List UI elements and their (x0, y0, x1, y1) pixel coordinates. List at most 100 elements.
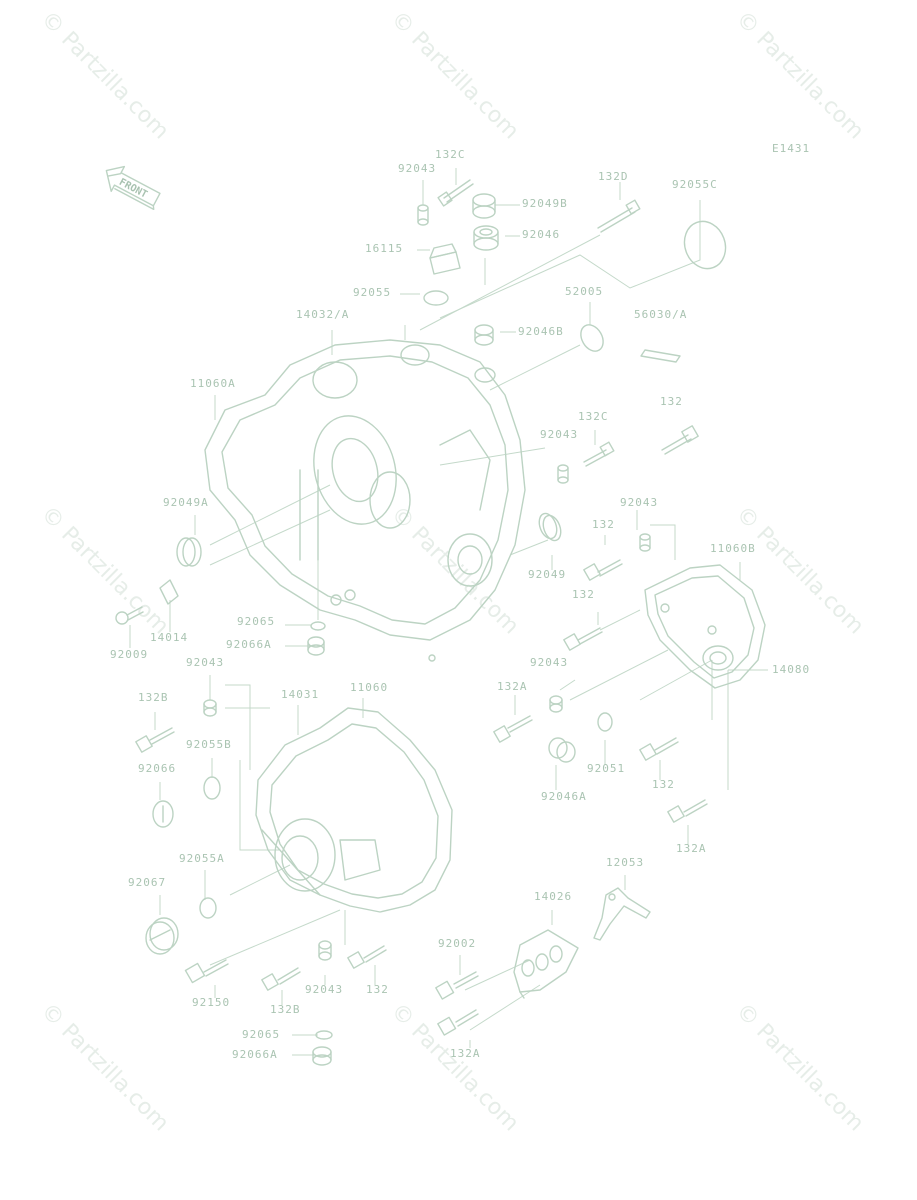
long-bolt-icon (597, 199, 641, 233)
part-number-label: 12053 (606, 856, 644, 869)
front-arrow-icon: FRONT (105, 165, 161, 211)
dowel-icon (549, 695, 563, 713)
part-number-label: 52005 (565, 285, 603, 298)
watermark-text: © Partzilla.com (36, 7, 174, 145)
part-number-label: 92055A (179, 852, 225, 865)
dowel-icon (639, 533, 651, 552)
part-number-label: 92046A (541, 790, 587, 803)
part-number-label: 132 (592, 518, 615, 531)
dowel-icon (318, 940, 332, 961)
bearing-icon (473, 225, 499, 251)
bolt-icon (583, 441, 615, 467)
part-labels: 132C92043132D92055C92049B920461611592055… (110, 148, 810, 1061)
seal-icon (538, 512, 562, 542)
part-number-label: 11060A (190, 377, 236, 390)
watermark-text: © Partzilla.com (731, 999, 869, 1137)
bolt-icon (135, 727, 175, 753)
bolt-icon (261, 967, 301, 991)
plug-icon (145, 917, 179, 955)
bolt-icon (437, 1009, 479, 1036)
part-number-label: 14080 (772, 663, 810, 676)
bolt-icon (437, 179, 474, 207)
dowel-icon (557, 464, 569, 484)
watermark-layer: © Partzilla.com © Partzilla.com © Partzill… (36, 7, 869, 1137)
part-number-label: 132A (450, 1047, 481, 1060)
diagram-code: E1431 (772, 142, 810, 155)
part-number-label: 92043 (398, 162, 436, 175)
part-number-label: 92049 (528, 568, 566, 581)
part-number-label: 92043 (540, 428, 578, 441)
part-number-label: 14014 (150, 631, 188, 644)
bolt-icon (667, 799, 708, 823)
part-number-label: 92055C (672, 178, 718, 191)
part-number-label: 92055B (186, 738, 232, 751)
watermark-text: © Partzilla.com (386, 7, 524, 145)
bearing-icon (548, 737, 576, 763)
part-number-label: 16115 (365, 242, 403, 255)
bolt-icon (184, 959, 229, 984)
o-ring-icon (423, 290, 449, 306)
bolt-icon (347, 945, 387, 969)
part-number-label: 92065 (242, 1028, 280, 1041)
part-number-label: 132 (652, 778, 675, 791)
watermark-text: © Partzilla.com (36, 502, 174, 640)
plate-icon (159, 579, 179, 605)
dowel-icon (203, 699, 217, 717)
part-number-label: 11060 (350, 681, 388, 694)
watermark-text: © Partzilla.com (731, 7, 869, 145)
washer-icon (310, 621, 326, 631)
part-number-label: 92009 (110, 648, 148, 661)
part-number-label: 132 (660, 395, 683, 408)
part-number-label: 132C (578, 410, 609, 423)
washer-icon (315, 1030, 333, 1040)
part-number-label: 132B (138, 691, 169, 704)
o-ring-icon (203, 776, 221, 800)
part-number-label: 132 (572, 588, 595, 601)
part-number-label: 132D (598, 170, 629, 183)
part-number-label: 92046 (522, 228, 560, 241)
seal-icon (472, 193, 496, 219)
part-number-label: 92065 (237, 615, 275, 628)
seal-icon (580, 324, 604, 352)
part-number-label: 132 (366, 983, 389, 996)
part-number-label: 14031 (281, 688, 319, 701)
part-number-label: 14026 (534, 890, 572, 903)
bolt-icon (661, 425, 699, 455)
front-label: FRONT (117, 177, 149, 201)
part-number-label: 92043 (305, 983, 343, 996)
o-ring-icon (199, 897, 217, 919)
part-number-label: 132A (676, 842, 707, 855)
part-number-label: 132B (270, 1003, 301, 1016)
cap-icon (429, 243, 461, 275)
part-number-label: 11060B (710, 542, 756, 555)
part-number-label: 92055 (353, 286, 391, 299)
part-number-label: 132A (497, 680, 528, 693)
lever-icon (593, 887, 651, 941)
plug-icon (307, 636, 325, 656)
clutch-cover (255, 707, 453, 913)
part-number-label: 92066A (226, 638, 272, 651)
part-number-label: 92049A (163, 496, 209, 509)
part-number-label: 56030/A (634, 308, 687, 321)
part-number-label: 92043 (530, 656, 568, 669)
bearing-icon (474, 324, 494, 346)
plug-icon (312, 1046, 332, 1066)
bolt-icon (435, 971, 479, 1000)
washer-icon (597, 712, 613, 732)
bracket-icon (513, 929, 579, 999)
bolt-icon (639, 737, 679, 761)
part-number-label: 92150 (192, 996, 230, 1009)
part-number-label: 92046B (518, 325, 564, 338)
part-number-label: 92067 (128, 876, 166, 889)
plug-icon (152, 800, 174, 828)
part-number-label: 14032/A (296, 308, 349, 321)
part-number-label: 132C (435, 148, 466, 161)
seal-icon (176, 537, 202, 567)
part-number-label: 92066A (232, 1048, 278, 1061)
watermark-text: © Partzilla.com (386, 999, 524, 1137)
bolt-icon (583, 559, 623, 581)
part-number-label: 92002 (438, 937, 476, 950)
part-number-label: 92049B (522, 197, 568, 210)
dowel-icon (417, 204, 429, 226)
